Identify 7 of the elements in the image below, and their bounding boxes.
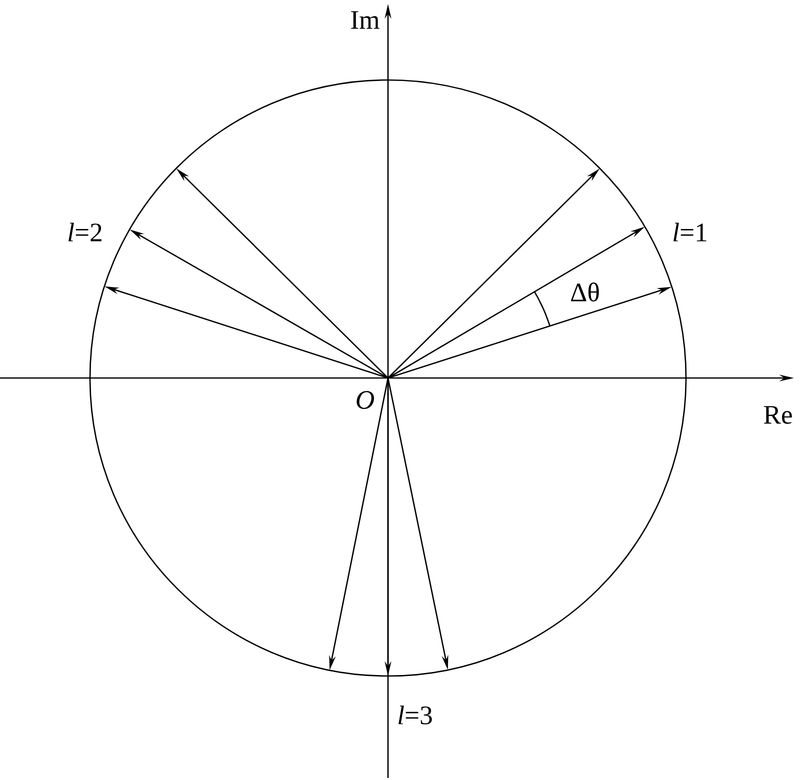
axis-label: Im <box>351 11 380 29</box>
line-label: l=1 <box>674 222 706 242</box>
origin-label: O <box>356 391 374 409</box>
line-label: l=3 <box>398 706 432 724</box>
line-label: l=2 <box>68 222 102 242</box>
axis-label: Re <box>764 406 792 424</box>
angle-label: Δθ <box>571 282 599 302</box>
